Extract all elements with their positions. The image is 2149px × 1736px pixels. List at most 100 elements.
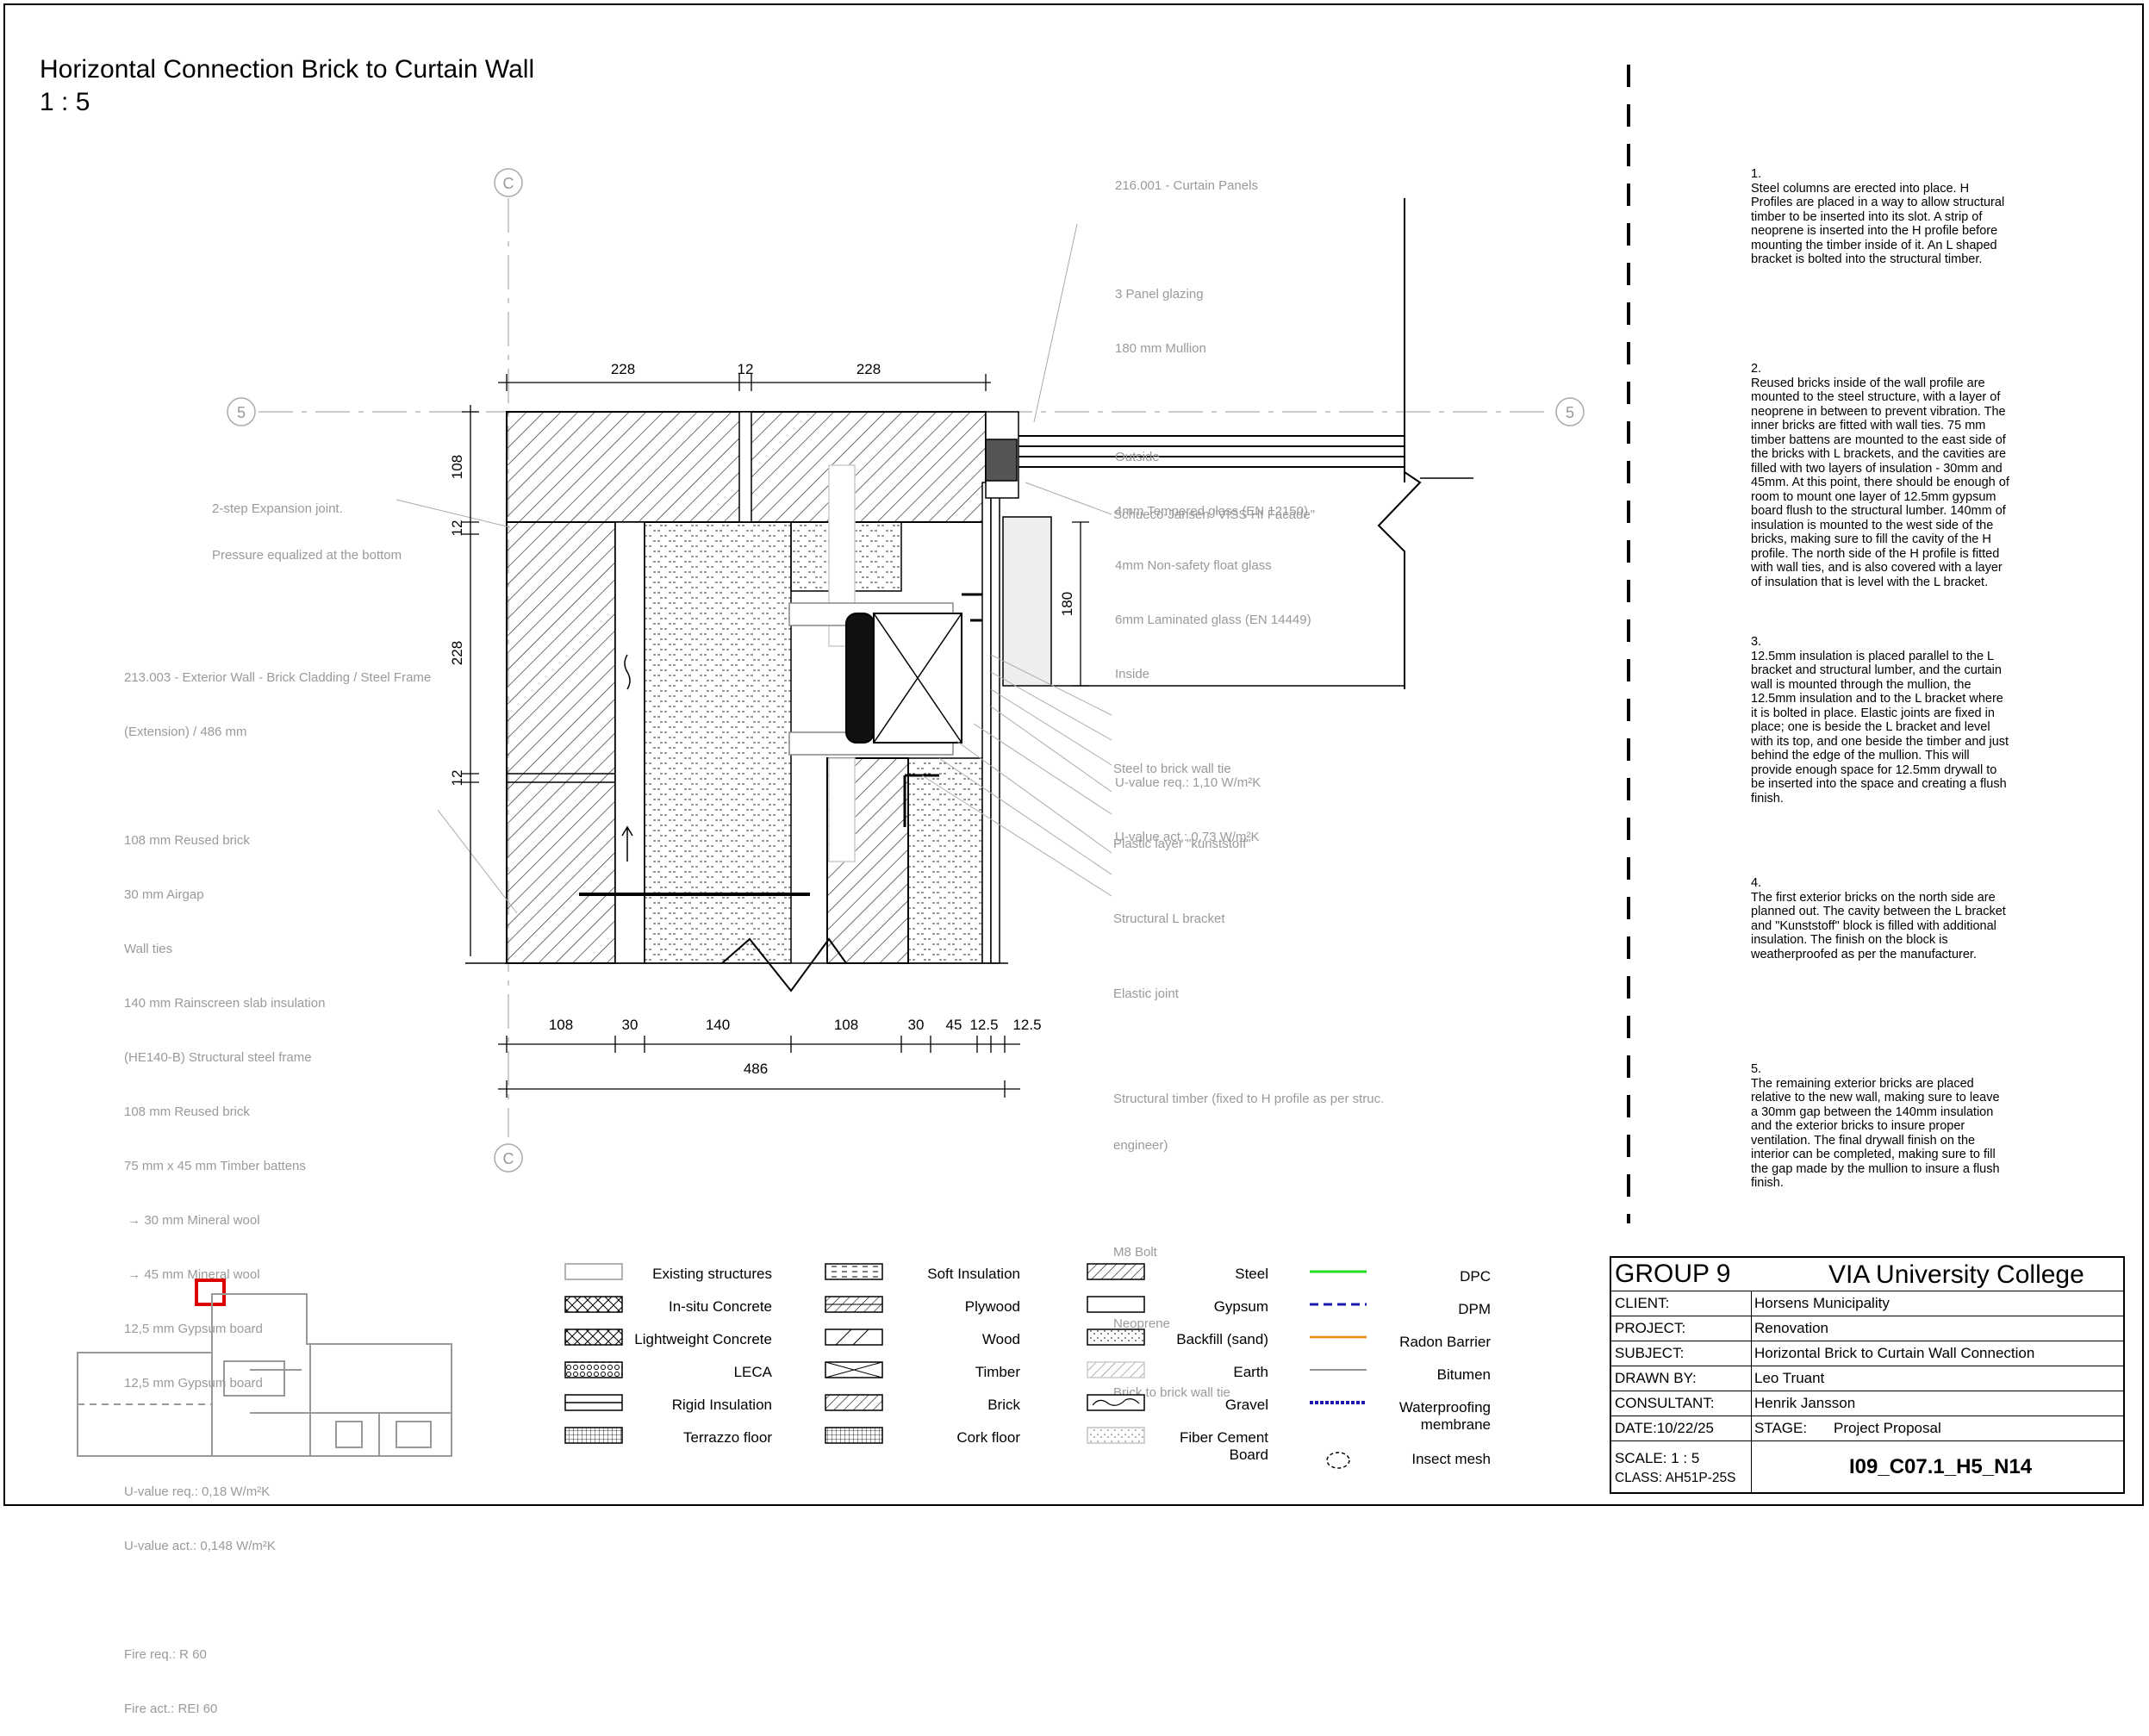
gridline-c-bottom-label: C (503, 1150, 514, 1167)
callout-l-bracket: Structural L bracket (1113, 912, 1225, 926)
legend-label: Soft Insulation (927, 1266, 1020, 1282)
subject-label: SUBJECT: (1615, 1345, 1685, 1361)
legend-label: Lightweight Concrete (634, 1331, 772, 1347)
expansion-line: Pressure equalized at the bottom (212, 548, 402, 563)
dim-right: 180 (1059, 592, 1075, 616)
legend-label: LECA (733, 1364, 772, 1380)
group-name: GROUP 9 (1615, 1260, 1731, 1288)
gridline-5-left-label: 5 (237, 404, 246, 421)
legend-label: Fiber Cement (1180, 1429, 1268, 1446)
client-label: CLIENT: (1615, 1295, 1670, 1311)
legend-label: Earth (1233, 1364, 1268, 1380)
legend-swatch-existing (564, 1263, 623, 1280)
callout-list: Steel to brick wall tie Plastic layer "k… (1113, 706, 1384, 1428)
callout-elastic-joint: Elastic joint (1113, 986, 1179, 1001)
date-stage-row: DATE:10/22/25 STAGE: Project Proposal (1611, 1416, 2123, 1441)
legend-label: Steel (1235, 1266, 1268, 1282)
curtain-uvalue-act: U-value act.: 0,73 W/m²K (1115, 830, 1260, 844)
rainscreen-insulation (644, 521, 792, 964)
dim-bottom-1: 108 (549, 1017, 573, 1033)
callout-wall-tie: Steel to brick wall tie (1113, 762, 1231, 776)
legend-swatch-gypsum (1087, 1296, 1145, 1313)
legend-swatch-backfill (1087, 1328, 1145, 1346)
legend-swatch-earth (1087, 1361, 1145, 1378)
legend-label: membrane (1420, 1416, 1491, 1433)
legend-label: Insect mesh (1411, 1451, 1491, 1467)
dim-top-2: 12 (738, 361, 754, 377)
curtain-line: 6mm Laminated glass (EN 14449) (1115, 613, 1311, 627)
step-number: 1. (1751, 167, 1762, 181)
legend-label: Wood (981, 1331, 1020, 1347)
dim-left-3: 228 (449, 641, 465, 665)
neoprene (845, 613, 875, 744)
wall-ref: (Extension) / 486 mm (124, 725, 247, 739)
step-text: Steel columns are erected into place. H … (1751, 181, 2005, 267)
step-text: 12.5mm insulation is placed parallel to … (1751, 649, 2009, 806)
key-plan (77, 1279, 452, 1457)
legend-swatch-soft-insulation (825, 1263, 883, 1280)
step-number: 4. (1751, 876, 1762, 890)
curtain-uvalue-req: U-value req.: 1,10 W/m²K (1115, 775, 1261, 790)
legend-insect-mesh-icon (1326, 1452, 1350, 1469)
gridline-c-top-label: C (503, 175, 514, 192)
legend-label: In-situ Concrete (669, 1298, 772, 1315)
step-4: 4. The first exterior bricks on the nort… (1751, 876, 2009, 961)
legend-label: Board (1229, 1447, 1268, 1463)
expansion-note: 2-step Expansion joint. Pressure equaliz… (212, 470, 402, 579)
wall-layer: 30 mm Airgap (124, 887, 204, 902)
step-5: 5. The remaining exterior bricks are pla… (1751, 1062, 2009, 1191)
curtain-line: Outside (1115, 450, 1160, 464)
curtain-line: 4mm Non-safety float glass (1115, 558, 1272, 573)
mineral-wool (907, 757, 983, 964)
callout-structural-timber: Structural timber (fixed to H profile as… (1113, 1092, 1385, 1106)
legend-swatches (564, 1263, 1367, 1469)
dim-top-3: 228 (856, 361, 881, 377)
drawing-title: Horizontal Connection Brick to Curtain W… (40, 55, 535, 84)
legend-swatch-leca (564, 1361, 623, 1378)
step-number: 2. (1751, 362, 1762, 376)
wall-uvalue-req: U-value req.: 0,18 W/m²K (124, 1484, 271, 1499)
wall-layer: 108 mm Reused brick (124, 833, 250, 848)
wall-fire-act: Fire act.: REI 60 (124, 1702, 218, 1716)
legend-label: Cork floor (956, 1429, 1020, 1446)
legend-swatch-fiber-cement (1087, 1427, 1145, 1444)
callout-m8-bolt: M8 Bolt (1113, 1245, 1157, 1260)
step-text: The remaining exterior bricks are placed… (1751, 1076, 2000, 1191)
consultant-label: CONSULTANT: (1615, 1395, 1715, 1411)
dimension-lines (462, 374, 1089, 1098)
legend-swatch-insitu (564, 1296, 623, 1313)
legend-swatch-wood (825, 1328, 883, 1346)
wall-note: 213.003 - Exterior Wall - Brick Cladding… (124, 632, 431, 1736)
drawn-row: DRAWN BY: Leo Truant (1611, 1366, 2123, 1391)
wall-layer: 12,5 mm Gypsum board (124, 1376, 263, 1391)
legend-label: Backfill (sand) (1176, 1331, 1268, 1347)
brick-outer (506, 521, 616, 964)
expansion-line: 2-step Expansion joint. (212, 501, 343, 516)
curtain-line: 3 Panel glazing (1115, 287, 1204, 302)
wall-layer: 75 mm x 45 mm Timber battens (124, 1159, 306, 1173)
consultant-value: Henrik Jansson (1754, 1395, 1856, 1411)
drawn-label: DRAWN BY: (1615, 1370, 1697, 1386)
drawing-frame (3, 3, 2144, 1506)
callout-leaders (396, 223, 1112, 914)
callout-schueco: Schueco-Jansen "VISS HI Facade" (1113, 507, 1316, 522)
kunststoff-block (1002, 516, 1052, 687)
title-block: GROUP 9 VIA University College CLIENT: H… (1610, 1256, 2125, 1494)
stage-value: Project Proposal (1834, 1420, 1941, 1436)
scale-row: SCALE: 1 : 5 CLASS: AH51P-25S I09_C07.1_… (1611, 1440, 2123, 1493)
callout-plastic-layer: Plastic layer "kunststoff" (1113, 837, 1251, 851)
subject-row: SUBJECT: Horizontal Brick to Curtain Wal… (1611, 1341, 2123, 1366)
step-text: The first exterior bricks on the north s… (1751, 890, 2006, 961)
dim-bottom-8: 12.5 (1012, 1017, 1041, 1033)
step-3: 3. 12.5mm insulation is placed parallel … (1751, 635, 2009, 806)
drawn-value: Leo Truant (1754, 1370, 1825, 1386)
gypsum-board (981, 482, 992, 964)
consultant-row: CONSULTANT: Henrik Jansson (1611, 1391, 2123, 1416)
subject-value: Horizontal Brick to Curtain Wall Connect… (1754, 1345, 2035, 1361)
legend-swatch-terrazzo (564, 1427, 623, 1444)
client-value: Horsens Municipality (1754, 1295, 1890, 1311)
dim-bottom-7: 12.5 (969, 1017, 998, 1033)
dim-bottom-3: 140 (706, 1017, 730, 1033)
college-name: VIA University College (1828, 1260, 2084, 1289)
wall-layer: 108 mm Reused brick (124, 1104, 250, 1119)
